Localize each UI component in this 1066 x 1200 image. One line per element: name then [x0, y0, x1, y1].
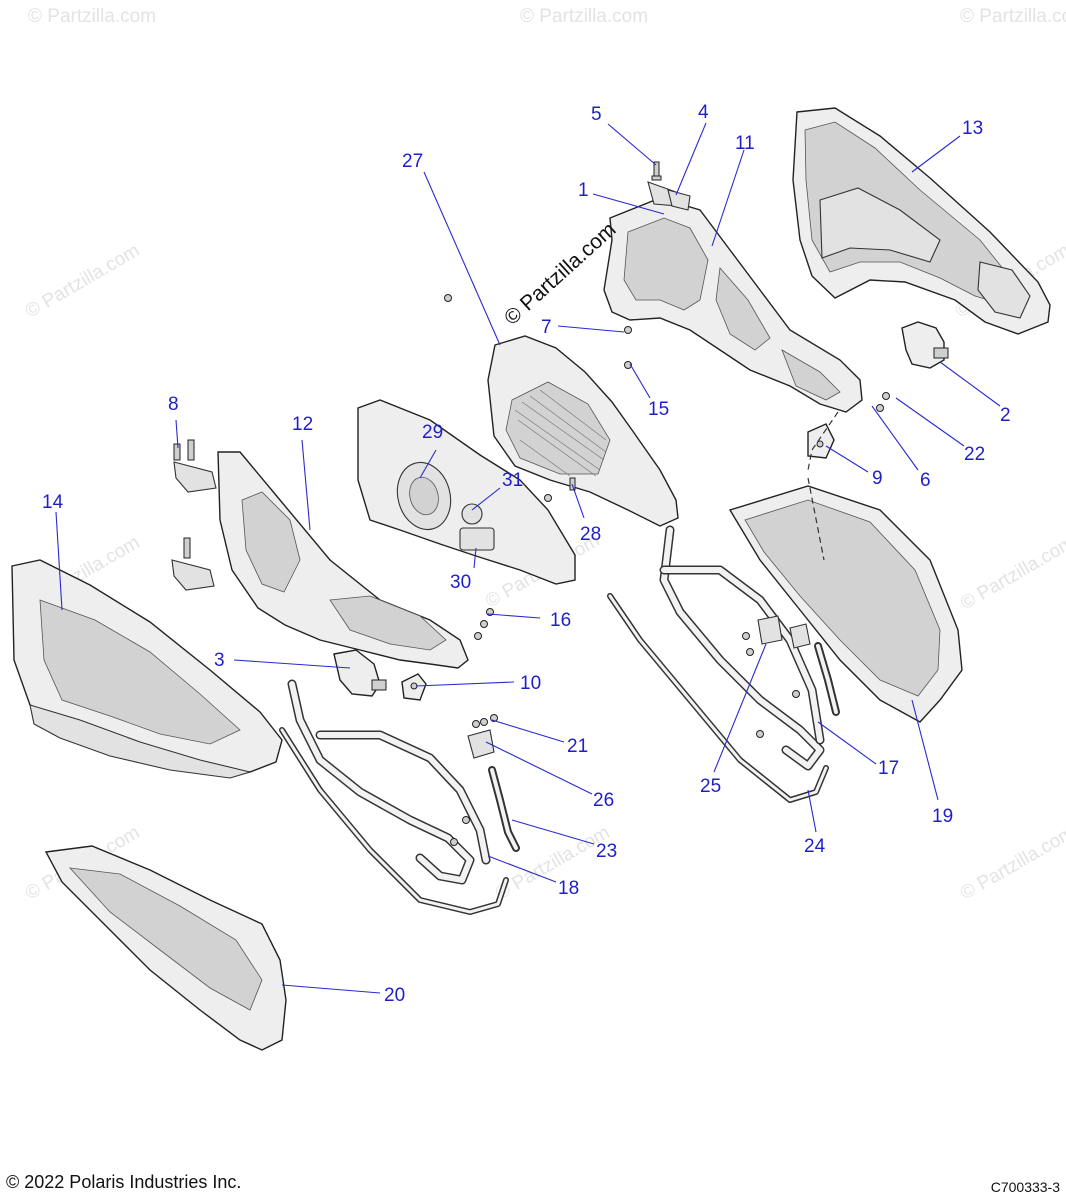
callout-23: 23: [596, 841, 617, 862]
part-3-latch: [333, 649, 387, 697]
part-26-bracket: [467, 729, 495, 759]
watermark-faint: © Partzilla.com: [960, 6, 1066, 27]
callout-14: 14: [42, 492, 64, 513]
part-27-speaker-door-panel: [487, 335, 679, 527]
callout-26: 26: [593, 790, 614, 811]
callout-25: 25: [700, 776, 721, 797]
callout-28: 28: [580, 524, 601, 545]
callout-18: 18: [558, 878, 579, 899]
callout-31: 31: [502, 470, 523, 491]
part-9-hinge-bracket: [807, 423, 835, 459]
part-25-bracket: [757, 615, 811, 649]
callout-1: 1: [578, 180, 589, 201]
callout-3: 3: [214, 650, 225, 671]
part-24-weatherstrip-front: [279, 727, 509, 915]
callout-20: 20: [384, 985, 405, 1006]
callout-8: 8: [168, 394, 179, 415]
callouts: 5 4 1 11 13 27 7 15 2 22 6 9 8 12 29 31 …: [42, 102, 1011, 1006]
callout-21: 21: [567, 736, 588, 757]
seal-strip-rear: [814, 642, 840, 716]
part-14-front-door-outer-panel: [11, 559, 283, 779]
part-8-hinge-hardware: [171, 439, 217, 591]
part-20-front-lower-panel: [44, 845, 287, 1051]
part-18-front-door-tube: [287, 679, 491, 885]
callout-27: 27: [402, 151, 423, 172]
watermark-faint: © Partzilla.com: [28, 6, 156, 27]
part-24-weatherstrip-rear: [607, 593, 829, 803]
footer-drawing-id: C700333-3: [991, 1179, 1060, 1195]
part-31-tweeter: [461, 503, 483, 525]
callout-24: 24: [804, 836, 826, 857]
watermark-faint: © Partzilla.com: [957, 532, 1066, 614]
callout-11: 11: [735, 133, 755, 154]
callout-29: 29: [422, 422, 443, 443]
callout-17: 17: [878, 758, 899, 779]
leader-lines: [55, 122, 1001, 994]
part-23-seal-strip: [488, 766, 520, 852]
callout-13: 13: [962, 118, 983, 139]
part-11-rear-door-frame: [603, 197, 863, 413]
watermark-faint: © Partzilla.com: [520, 6, 648, 27]
callout-12: 12: [292, 414, 313, 435]
part-12-front-door-frame: [217, 451, 469, 669]
callout-30: 30: [450, 572, 471, 593]
callout-19: 19: [932, 806, 953, 827]
callout-22: 22: [964, 444, 985, 465]
callout-4: 4: [698, 102, 709, 123]
callout-5: 5: [591, 104, 602, 125]
footer-copyright: © 2022 Polaris Industries Inc.: [6, 1172, 241, 1192]
watermark-faint: © Partzilla.com: [957, 822, 1066, 904]
callout-7: 7: [541, 317, 552, 338]
part-19-rear-door-lower-panel: [728, 485, 963, 723]
speaker-grille: [514, 389, 607, 477]
callout-16: 16: [550, 610, 571, 631]
callout-10: 10: [520, 673, 541, 694]
part-2-latch: [901, 321, 949, 369]
speaker-housing-panel: [357, 399, 576, 585]
watermark-main: © Partzilla.com: [500, 218, 621, 330]
callout-2: 2: [1000, 405, 1011, 426]
callout-9: 9: [872, 468, 883, 489]
part-10-striker: [401, 673, 427, 701]
callout-6: 6: [920, 470, 931, 491]
callout-15: 15: [648, 399, 669, 420]
watermark-faint: © Partzilla.com: [22, 240, 143, 322]
alignment-lines: [807, 411, 839, 561]
part-13-rear-door-panel: [792, 107, 1051, 335]
part-30-amplifier: [459, 527, 495, 551]
